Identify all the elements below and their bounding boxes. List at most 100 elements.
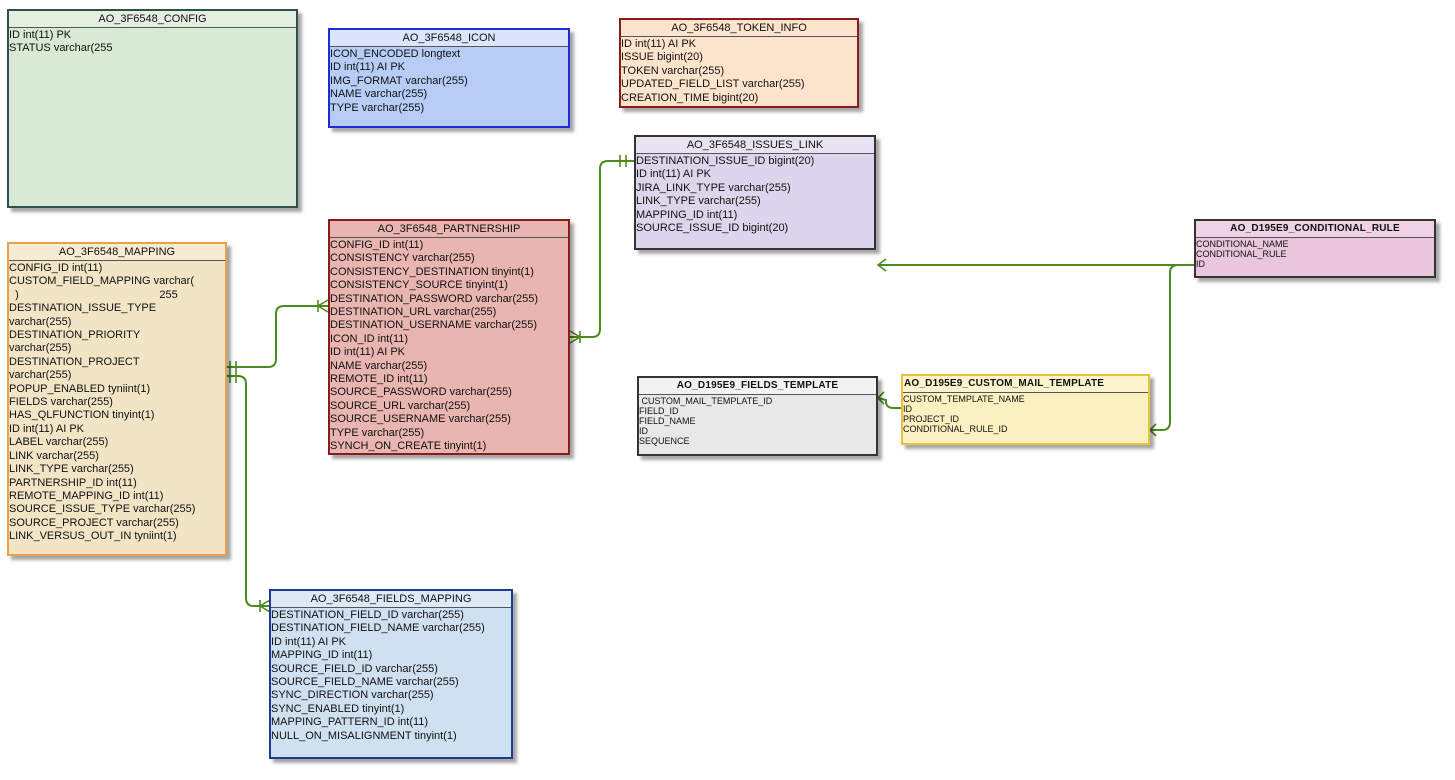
column-row: LINK_VERSUS_OUT_IN tyniint(1) (9, 530, 177, 543)
column-row: TOKEN varchar(255) (621, 64, 725, 77)
column-row: SOURCE_ISSUE_ID bigint(20) (636, 222, 789, 235)
column-row: SOURCE_FIELD_NAME varchar(255) (271, 676, 459, 689)
column-row: DESTINATION_ISSUE_TYPE (9, 302, 157, 315)
table-fields-mapping-title: AO_3F6548_FIELDS_MAPPING (271, 591, 511, 608)
column-row: ID int(11) AI PK (271, 635, 346, 648)
table-partnership-columns: CONFIG_ID int(11) CONSISTENCY varchar(25… (330, 238, 568, 453)
column-row: varchar(255) (9, 315, 72, 328)
onebar-mapping (229, 361, 237, 383)
column-row: varchar(255) (9, 369, 72, 382)
column-row: SOURCE_URL varchar(255) (330, 399, 471, 412)
arrow-custom-mail (1148, 423, 1157, 437)
table-mapping[interactable]: AO_3F6548_MAPPING CONFIG_ID int(11) CUST… (7, 242, 227, 556)
column-row: REMOTE_MAPPING_ID int(11) (9, 489, 164, 502)
column-row: SOURCE_PASSWORD varchar(255) (330, 386, 512, 399)
column-row: REMOTE_ID int(11) (330, 373, 428, 386)
column-row: ISSUE bigint(20) (621, 51, 703, 64)
column-row: CONDITIONAL_RULE (1196, 249, 1287, 259)
column-row: CONFIG_ID int(11) (330, 239, 424, 251)
table-custom-mail-template-title: AO_D195E9_CUSTOM_MAIL_TEMPLATE (903, 376, 1148, 393)
column-row: MAPPING_PATTERN_ID int(11) (271, 716, 429, 729)
column-row: varchar(255) (9, 342, 72, 355)
column-row: SOURCE_FIELD_ID varchar(255) (271, 662, 438, 675)
column-row: JIRA_LINK_TYPE varchar(255) (636, 181, 791, 194)
column-row: ID int(11) AI PK (9, 422, 84, 435)
column-row: DESTINATION_ISSUE_ID bigint(20) (636, 155, 815, 167)
column-row: CONDITIONAL_RULE_ID (903, 424, 1008, 434)
relationship-custom-mail-fields-template (877, 397, 902, 409)
table-fields-template-title: AO_D195E9_FIELDS_TEMPLATE (639, 378, 876, 395)
table-mapping-columns: CONFIG_ID int(11) CUSTOM_FIELD_MAPPING v… (9, 261, 225, 544)
column-row: DESTINATION_FIELD_ID varchar(255) (271, 609, 464, 621)
relationship-mapping-fields-mapping (226, 375, 270, 607)
column-row: PROJECT_ID (903, 414, 960, 424)
table-config-columns: ID int(11) PK STATUS varchar(255 (9, 28, 296, 56)
column-row: ICON_ID int(11) (330, 332, 409, 345)
column-row: DESTINATION_USERNAME varchar(255) (330, 319, 538, 332)
column-row: CONDITIONAL_NAME (1196, 239, 1289, 249)
crowfoot-partnership-right (569, 330, 582, 344)
column-row: LINK_TYPE varchar(255) (636, 195, 761, 208)
column-row: ID (903, 404, 912, 414)
table-conditional-rule[interactable]: AO_D195E9_CONDITIONAL_RULE CONDITIONAL_N… (1194, 219, 1436, 278)
column-row: POPUP_ENABLED tyniint(1) (9, 382, 151, 395)
column-row: DESTINATION_PROJECT (9, 355, 140, 368)
table-partnership-title: AO_3F6548_PARTNERSHIP (330, 221, 568, 238)
relationship-conditional-rule-custom-mail (1150, 264, 1195, 431)
arrow-open-end (876, 258, 887, 272)
table-fields-mapping[interactable]: AO_3F6548_FIELDS_MAPPING DESTINATION_FIE… (269, 589, 513, 759)
column-row: ) 255 (9, 288, 178, 301)
column-row: LINK_TYPE varchar(255) (9, 463, 134, 476)
table-config[interactable]: AO_3F6548_CONFIG ID int(11) PK STATUS va… (7, 9, 298, 208)
column-row: CONSISTENCY varchar(255) (330, 252, 475, 265)
column-row: IMG_FORMAT varchar(255) (330, 74, 468, 87)
column-row: ID (1196, 259, 1205, 269)
column-row: LINK varchar(255) (9, 449, 99, 462)
column-row: ID int(11) AI PK (621, 38, 696, 50)
column-row: FIELD_ID (639, 406, 679, 416)
column-row: ID (639, 426, 648, 436)
table-token-info-columns: ID int(11) AI PK ISSUE bigint(20) TOKEN … (621, 37, 857, 105)
column-row: DESTINATION_PRIORITY (9, 329, 141, 342)
column-row: DESTINATION_URL varchar(255) (330, 306, 497, 319)
table-issues-link-title: AO_3F6548_ISSUES_LINK (636, 137, 874, 154)
onebar-issues-link (619, 155, 627, 167)
column-row: SOURCE_USERNAME varchar(255) (330, 413, 511, 426)
column-row: CUSTOM_MAIL_TEMPLATE_ID (639, 396, 773, 406)
table-icon-columns: ICON_ENCODED longtext ID int(11) AI PK I… (330, 47, 568, 115)
table-fields-template[interactable]: AO_D195E9_FIELDS_TEMPLATE CUSTOM_MAIL_TE… (637, 376, 878, 456)
table-icon[interactable]: AO_3F6548_ICON ICON_ENCODED longtext ID … (328, 28, 570, 128)
column-row: CUSTOM_FIELD_MAPPING varchar( (9, 275, 195, 288)
table-config-title: AO_3F6548_CONFIG (9, 11, 296, 28)
column-row: CUSTOM_TEMPLATE_NAME (903, 394, 1025, 404)
table-partnership[interactable]: AO_3F6548_PARTNERSHIP CONFIG_ID int(11) … (328, 219, 570, 455)
column-row: NAME varchar(255) (330, 359, 428, 372)
crowfoot-partnership (316, 299, 329, 313)
column-row: HAS_QLFUNCTION tinyint(1) (9, 409, 155, 422)
column-row: CREATION_TIME bigint(20) (621, 91, 759, 104)
column-row: FIELD_NAME (639, 416, 696, 426)
column-row: CONFIG_ID int(11) (9, 262, 103, 274)
table-conditional-rule-title: AO_D195E9_CONDITIONAL_RULE (1196, 221, 1434, 238)
table-icon-title: AO_3F6548_ICON (330, 30, 568, 47)
column-row: ICON_ENCODED longtext (330, 48, 461, 60)
table-conditional-rule-columns: CONDITIONAL_NAME CONDITIONAL_RULE ID (1196, 238, 1434, 269)
table-issues-link[interactable]: AO_3F6548_ISSUES_LINK DESTINATION_ISSUE_… (634, 135, 876, 250)
column-row: UPDATED_FIELD_LIST varchar(255) (621, 78, 805, 91)
column-row: SYNC_ENABLED tinyint(1) (271, 702, 405, 715)
column-row: SEQUENCE (639, 436, 690, 446)
table-fields-template-columns: CUSTOM_MAIL_TEMPLATE_ID FIELD_ID FIELD_N… (639, 395, 876, 446)
column-row: STATUS varchar(255 (9, 42, 113, 55)
arrow-fields-template (876, 391, 885, 405)
column-row: NULL_ON_MISALIGNMENT tinyint(1) (271, 729, 457, 742)
table-issues-link-columns: DESTINATION_ISSUE_ID bigint(20) ID int(1… (636, 154, 874, 235)
table-token-info[interactable]: AO_3F6548_TOKEN_INFO ID int(11) AI PK IS… (619, 18, 859, 108)
column-row: SOURCE_PROJECT varchar(255) (9, 516, 179, 529)
column-row: SYNC_DIRECTION varchar(255) (271, 689, 434, 702)
table-mapping-title: AO_3F6548_MAPPING (9, 244, 225, 261)
column-row: PARTNERSHIP_ID int(11) (9, 476, 137, 489)
relationship-mapping-partnership (226, 305, 328, 368)
table-custom-mail-template[interactable]: AO_D195E9_CUSTOM_MAIL_TEMPLATE CUSTOM_TE… (901, 374, 1150, 445)
column-row: FIELDS varchar(255) (9, 396, 113, 409)
